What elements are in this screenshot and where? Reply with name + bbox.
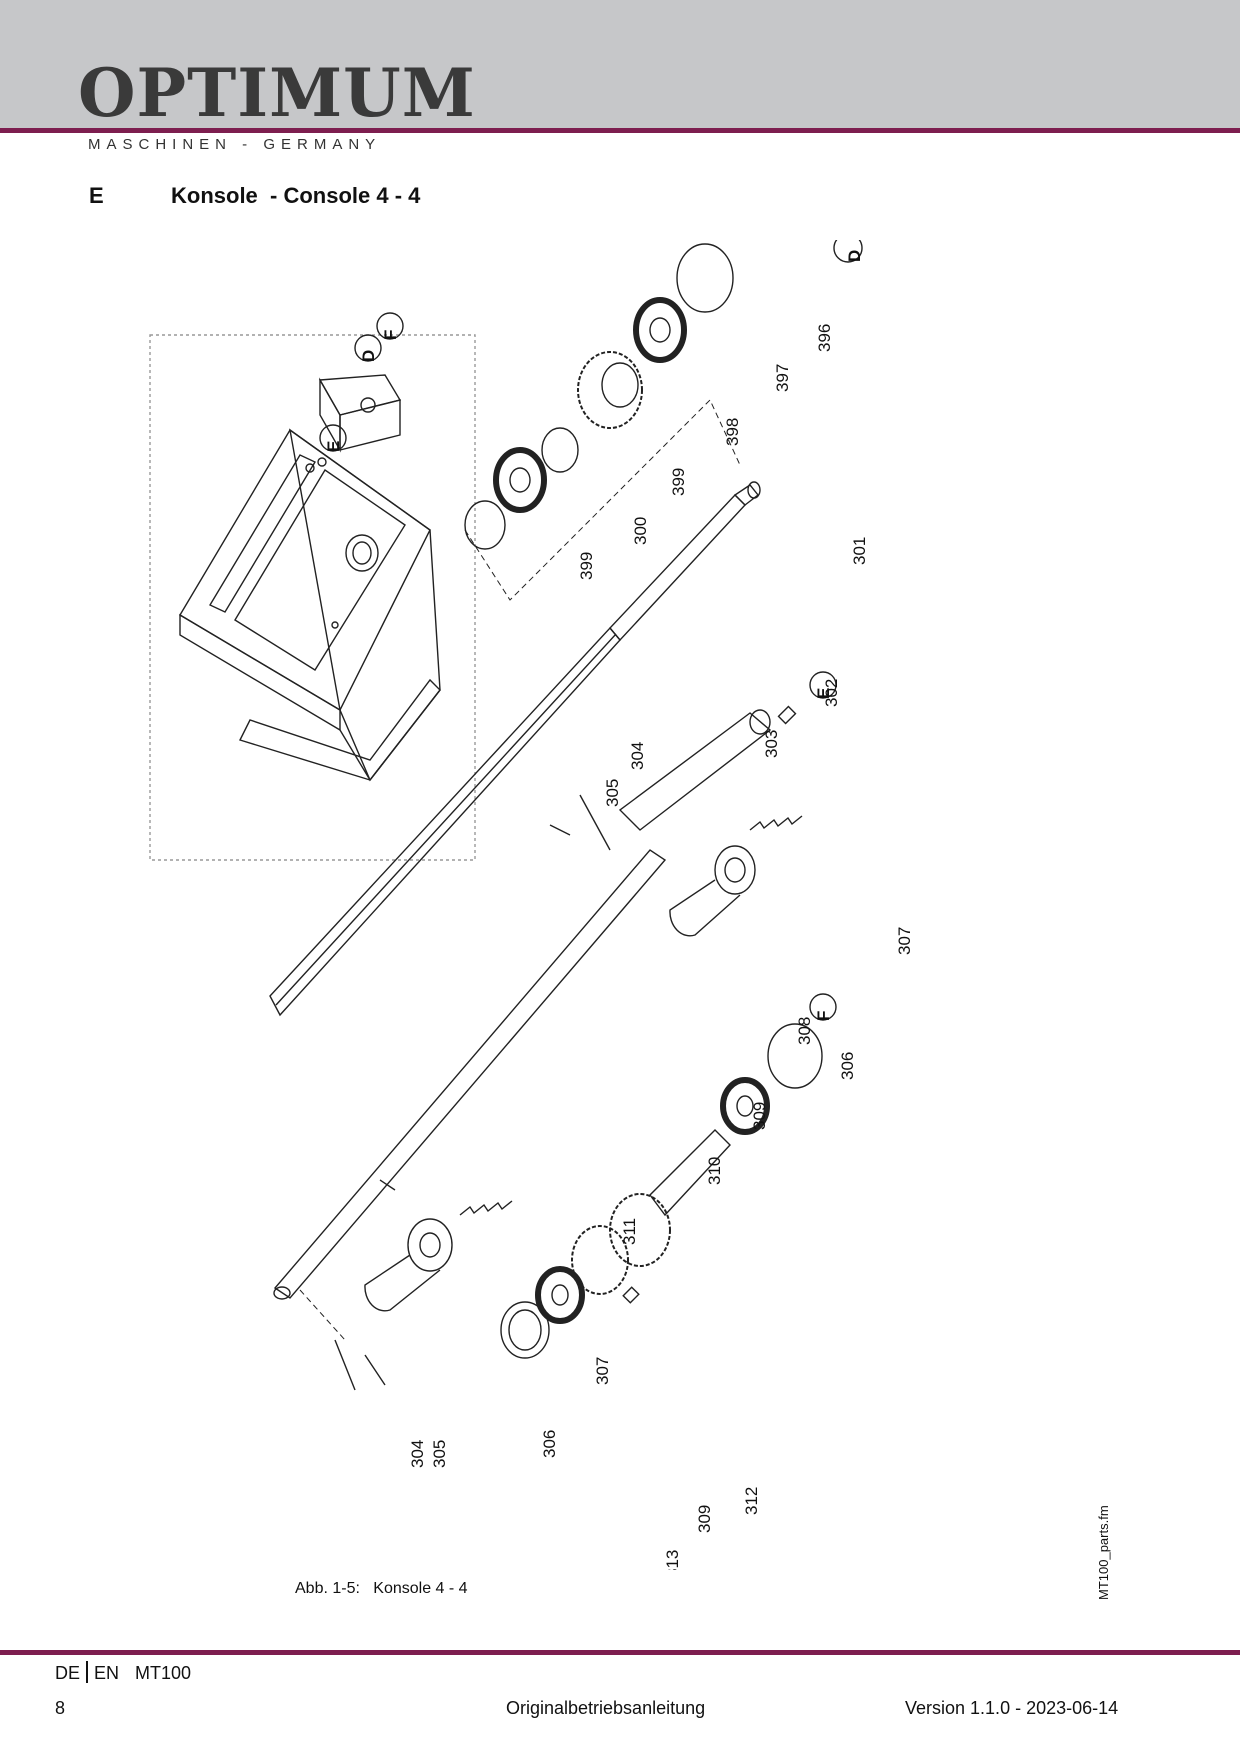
part-303: 303 [762, 730, 781, 758]
version-label: Version 1.1.0 - 2023-06-14 [905, 1698, 1119, 1718]
part-308: 308 [795, 1017, 814, 1045]
brand-tagline: MASCHINEN - GERMANY [88, 136, 382, 153]
part-304: 304 [628, 742, 647, 770]
lower-shaft [273, 849, 667, 1300]
lang-en: EN [94, 1663, 120, 1683]
footer-language-model: DE EN MT100 [55, 1661, 191, 1684]
source-file-label: MT100_parts.fm [1096, 1505, 1111, 1600]
part-396: 396 [815, 324, 834, 352]
callout-circle [354, 334, 382, 362]
callout-circle [809, 671, 837, 699]
page-number: 8 [55, 1698, 66, 1718]
part-305: 305 [603, 779, 622, 807]
header-band [0, 0, 1240, 128]
lang-separator [86, 1661, 89, 1683]
parts-drawing: 396 397 398 399 300 399 301 302 303 304 … [149, 240, 914, 1570]
cap-313 [500, 1301, 550, 1359]
part-302: 302 [822, 679, 841, 707]
bush-306 [364, 1218, 453, 1312]
callout-f: F [381, 330, 400, 340]
figure-caption: Abb. 1-5: Konsole 4 - 4 [295, 1580, 468, 1597]
footer-rule [0, 1650, 1240, 1655]
part-301: 301 [850, 537, 869, 565]
pin-310 [649, 1129, 731, 1217]
part-306: 306 [540, 1430, 559, 1458]
bearing-309 [535, 1266, 585, 1324]
part-labels: 396 397 398 399 300 399 301 302 303 304 … [408, 324, 914, 1570]
spring-307 [749, 815, 803, 831]
part-300: 300 [631, 517, 650, 545]
callout-circle [809, 993, 837, 1021]
part-397: 397 [773, 364, 792, 392]
callout-circle [833, 240, 863, 263]
cap-396 [676, 243, 734, 313]
registered-mark: ® [418, 72, 427, 86]
pin-305 [364, 1354, 386, 1386]
part-311: 311 [620, 1218, 639, 1245]
circlip-399 [541, 427, 579, 473]
screw-302 [777, 705, 797, 725]
screw-312 [622, 1286, 640, 1304]
document-title: Originalbetriebsanleitung [506, 1698, 706, 1718]
sleeve-303 [618, 712, 772, 831]
section-letter: E [89, 183, 104, 208]
part-399: 399 [669, 468, 688, 496]
callout-d: D [359, 350, 378, 362]
callout-circle [376, 312, 404, 340]
part-313: 313 [663, 1550, 682, 1570]
part-309: 309 [750, 1102, 769, 1130]
part-306: 306 [838, 1052, 857, 1080]
callout-e: E [324, 441, 343, 452]
part-309: 309 [695, 1505, 714, 1533]
model-name: MT100 [135, 1663, 192, 1683]
header-rule [0, 128, 1240, 133]
cap-308 [767, 1023, 823, 1089]
part-307: 307 [593, 1357, 612, 1385]
pin-304 [579, 794, 611, 851]
part-305: 305 [430, 1440, 449, 1468]
inset-frame [149, 334, 476, 861]
part-310: 310 [705, 1157, 724, 1185]
section-title: Konsole - Console 4 - 4 [171, 183, 421, 208]
bearing-309 [720, 1077, 770, 1135]
lang-de: DE [55, 1663, 81, 1683]
callout-f: F [814, 1011, 833, 1021]
bearing-397 [633, 297, 687, 363]
gear-311 [571, 1193, 671, 1295]
callout-e: E [814, 688, 833, 699]
part-307: 307 [895, 927, 914, 955]
callout-letters: D F D E E F [324, 250, 864, 1021]
console-housing [179, 374, 441, 782]
callout-d: D [845, 250, 864, 262]
circlip-399 [464, 500, 506, 550]
part-399: 399 [577, 552, 596, 580]
spline-shaft [269, 481, 761, 1017]
pin-305 [549, 824, 571, 836]
seal-300 [493, 447, 547, 513]
part-304: 304 [408, 1440, 427, 1468]
callout-circle [319, 424, 347, 452]
part-398: 398 [723, 418, 742, 446]
spring-307 [459, 1200, 513, 1216]
gear-398 [577, 351, 643, 429]
bush-306 [669, 845, 756, 937]
exploded-parts-diagram: 396 397 398 399 300 399 301 302 303 304 … [140, 240, 980, 1570]
brand-logo: OPTIMUM [78, 54, 476, 132]
pin-304 [334, 1339, 356, 1391]
part-312: 312 [742, 1487, 761, 1515]
